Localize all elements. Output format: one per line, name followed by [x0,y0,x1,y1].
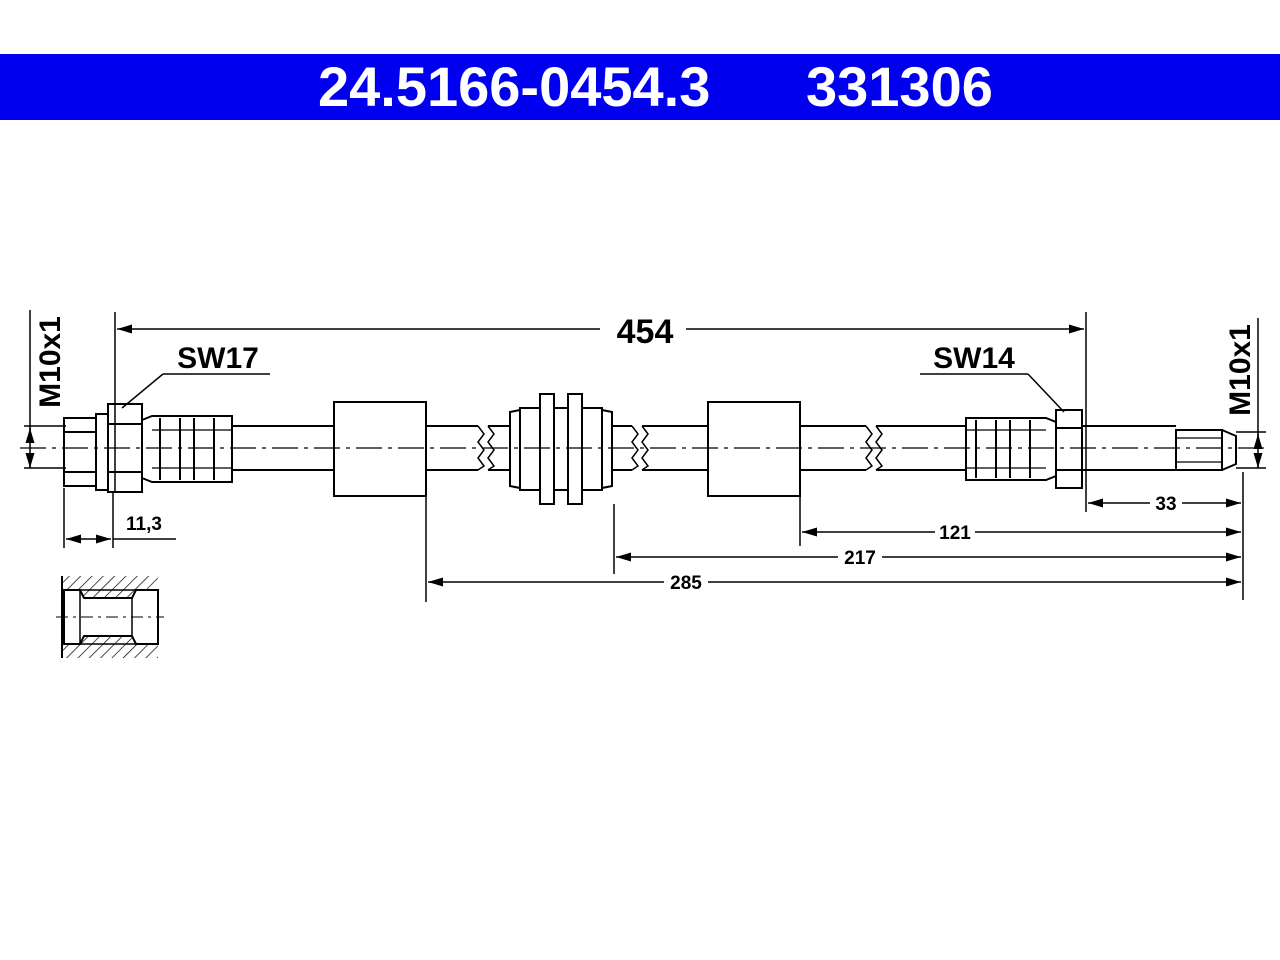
right-fitting [965,409,1237,489]
hose-clamp-block [333,401,427,497]
hose-segment [232,425,334,471]
right-thread-label: M10x1 [1224,324,1257,416]
port-section-detail [56,576,164,658]
dimension-285-label: 285 [670,573,702,594]
left-nut-offset-dimension [63,488,176,548]
left-wrench-size-label: SW17 [177,342,259,375]
dimension-121-label: 121 [939,523,971,544]
left-thread-label: M10x1 [34,316,67,408]
total-length-label: 454 [617,313,674,351]
hose-clamp-block [707,401,801,497]
dimension-33-label: 33 [1155,494,1176,515]
dimension-217-label: 217 [844,548,876,569]
reference-number: 331306 [806,55,993,118]
right-thread-dimension [1236,318,1266,469]
part-number: 24.5166-0454.3 [318,55,711,118]
total-length-dimension [114,312,1087,492]
hose-bracket-grommet [509,393,613,505]
right-wrench-size-label: SW14 [933,342,1015,375]
title-banner: 24.5166-0454.3 331306 [0,54,1280,120]
length-dimensions [425,472,1244,602]
left-thread-dimension [24,310,66,469]
left-nut-offset-label: 11,3 [126,514,162,535]
